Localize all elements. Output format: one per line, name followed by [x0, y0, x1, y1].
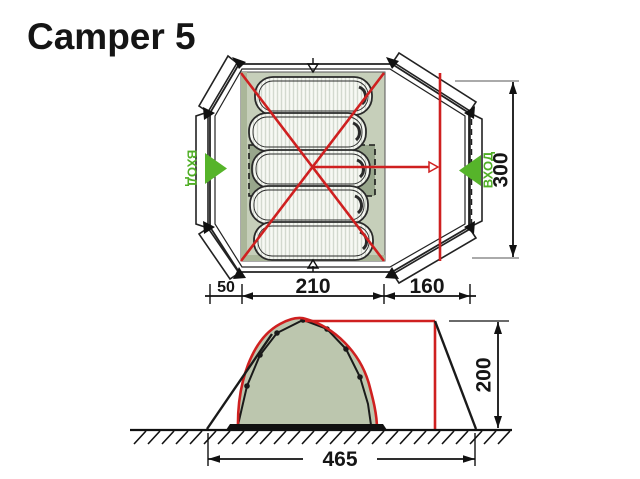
groundsheet [226, 424, 387, 430]
dome-body [237, 318, 377, 429]
pole-lines [239, 72, 442, 262]
dim-200: 200 [449, 320, 509, 428]
guy-point-marks [306, 58, 320, 272]
rear-wall-line [433, 320, 478, 430]
ground-line [130, 428, 512, 445]
dim-50-label: 50 [217, 279, 235, 296]
dome-arch-red [236, 316, 379, 430]
tent-side-view: 200 465 [130, 316, 512, 471]
sleeping-area-shade [241, 72, 247, 261]
dim-160-label: 160 [409, 275, 444, 298]
tent-outline-inner [214, 68, 466, 268]
dim-465: 465 [207, 433, 476, 471]
sleeping-bag [254, 76, 373, 116]
entrance-left-label: ВХОД [185, 150, 200, 187]
sleeping-bag [253, 221, 374, 261]
sleeping-bags [248, 76, 374, 261]
page-title: Camper 5 [27, 16, 196, 57]
entrance-right-arrow-icon [459, 155, 481, 186]
pole-arrowhead [428, 160, 440, 174]
entrance-left-arrow-icon [205, 153, 227, 184]
dim-300-label: 300 [490, 152, 513, 187]
entrance-right-label: ВХОД [480, 151, 495, 188]
tent-top-view: ВХОД ВХОД 300 5 [185, 51, 519, 304]
front-guy-line [206, 333, 273, 430]
dim-200-label: 200 [473, 357, 496, 392]
ground-hatching [133, 430, 511, 445]
dim-465-label: 465 [322, 448, 357, 471]
dim-bottom-chain: 50 210 160 [205, 275, 476, 304]
dim-300: 300 [455, 80, 519, 259]
stake-marks [203, 57, 475, 279]
dim-210-label: 210 [295, 275, 330, 298]
